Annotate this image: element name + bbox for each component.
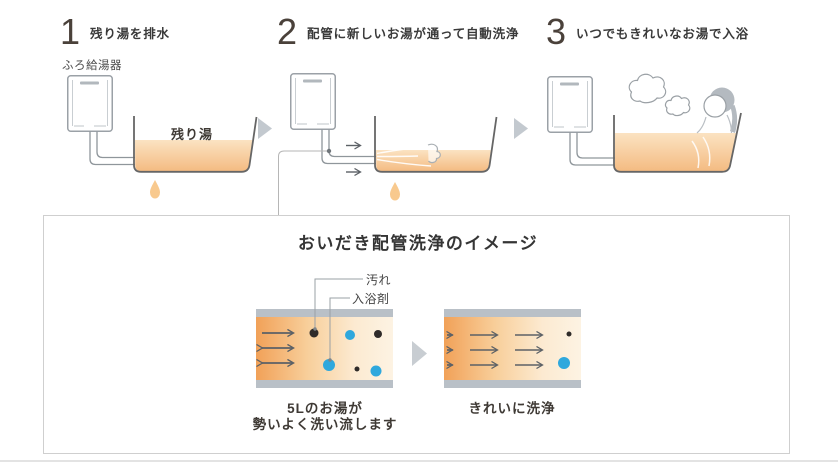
pipe-wall-top [444, 309, 581, 317]
additive-leader-line [329, 297, 350, 360]
water-drop-icon [150, 180, 160, 199]
pipe-wall-top [256, 309, 393, 317]
bathtub-outline [374, 116, 498, 173]
detail-box [43, 215, 790, 454]
step-1-illustration [67, 75, 258, 199]
heater-label: ふろ給湯器 [62, 60, 122, 72]
additive-label: 入浴剤 [352, 292, 390, 306]
step-3-header: 3 いつでもきれいなお湯で入浴 [546, 11, 749, 52]
dirt-leader-line [314, 278, 363, 329]
pipe-wall-bottom [444, 380, 581, 388]
pipe-water-flow [444, 317, 581, 380]
water-drop-icon [390, 182, 400, 201]
arm-lines [691, 136, 711, 169]
steam-icon [628, 73, 667, 104]
remaining-water [135, 140, 253, 171]
additive-dot [370, 365, 382, 377]
heater-pipe [569, 132, 616, 166]
dirt-dot [309, 328, 319, 338]
pipe-wall-bottom [256, 380, 393, 388]
step-3-label: いつでもきれいなお湯で入浴 [576, 26, 749, 41]
step-arrow-icon [514, 118, 528, 139]
hair-back [730, 105, 738, 133]
connector-junction-dot [326, 148, 332, 154]
person-figure [691, 87, 738, 169]
pipe-section-before [256, 278, 393, 388]
dirt-label: 汚れ [366, 273, 392, 287]
heater-pipe [89, 131, 135, 166]
connector-line [278, 150, 329, 215]
detail-box-title: おいだき配管洗浄のイメージ [297, 234, 539, 253]
clean-bath-water [614, 133, 737, 171]
water-heater-icon [547, 76, 593, 133]
water-heater-icon [290, 73, 336, 130]
dirt-dot [566, 331, 572, 337]
steam-icon [664, 95, 691, 117]
water-heater-icon [67, 75, 113, 132]
shoulder-line [696, 116, 707, 134]
step-1-number: 1 [60, 11, 80, 52]
face [703, 94, 727, 118]
page-bottom-divider [0, 460, 838, 462]
before-caption-line1: 5Lのお湯が [287, 401, 363, 416]
bathtub-outline [613, 112, 742, 173]
step-1-header: 1 残り湯を排水 [60, 11, 170, 52]
additive-dot [323, 359, 335, 371]
before-caption-line2: 勢いよく洗い流します [252, 417, 398, 432]
remaining-water-label: 残り湯 [171, 127, 214, 142]
step-1-label: 残り湯を排水 [90, 26, 170, 41]
water-jet [376, 145, 432, 167]
step-3-illustration [547, 73, 742, 173]
bathtub-outline [133, 116, 258, 173]
step-arrow-icon [258, 118, 272, 139]
additive-dot [345, 330, 355, 340]
step-2-label: 配管に新しいお湯が通って自動洗浄 [307, 26, 520, 41]
step-2-number: 2 [277, 11, 297, 52]
dirt-dot [354, 366, 360, 372]
step-2-illustration [278, 73, 498, 215]
step-2-header: 2 配管に新しいお湯が通って自動洗浄 [277, 11, 520, 52]
dirt-dot [374, 330, 382, 338]
additive-dot [558, 357, 570, 369]
pipe-section-after [444, 309, 581, 388]
after-caption: きれいに洗浄 [468, 401, 556, 416]
leader-end-dot [328, 358, 332, 362]
heater-pipe [321, 129, 376, 165]
step-arrow-icon [412, 341, 427, 366]
splash-icon [427, 143, 441, 164]
step-3-number: 3 [546, 11, 566, 52]
back-line [726, 114, 733, 134]
leader-end-dot [313, 327, 317, 331]
